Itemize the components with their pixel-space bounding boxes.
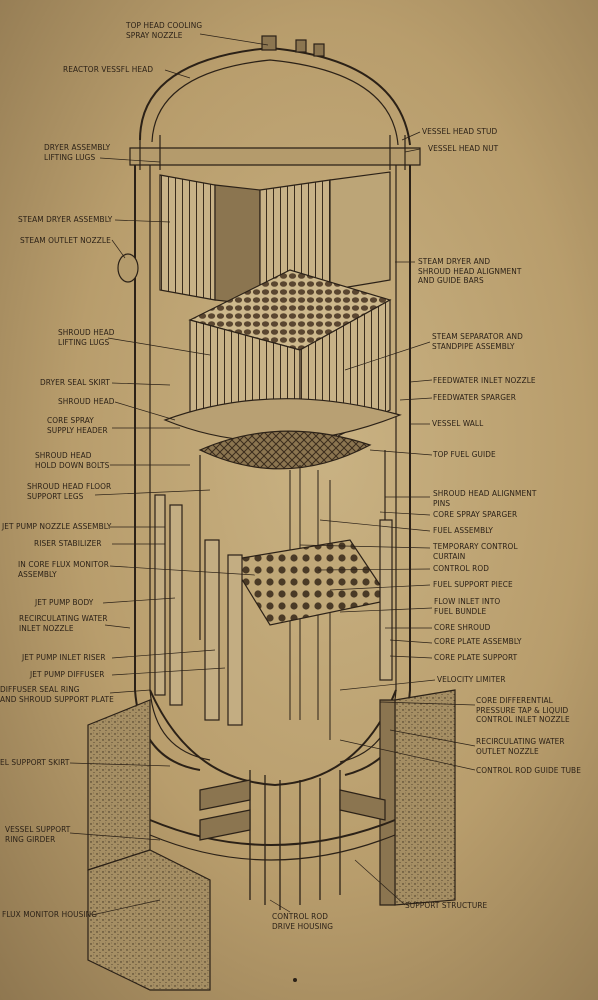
label-control-rod-drive: CONTROL ROD DRIVE HOUSING: [272, 911, 334, 931]
label-diffuser-seal: DIFFUSER SEAL RING AND SHROUD SUPPORT PL…: [0, 684, 114, 704]
core-plate-assembly: [229, 539, 391, 626]
label-vessel-head-nut: VESSEL HEAD NUT: [428, 143, 499, 153]
label-shroud-floor-legs: SHROUD HEAD FLOOR SUPPORT LEGS: [27, 481, 112, 501]
label-steam-separator: STEAM SEPARATOR AND STANDPIPE ASSEMBLY: [432, 331, 523, 351]
top-fuel-guide: [198, 430, 372, 470]
label-support-skirt: EL SUPPORT SKIRT: [0, 757, 70, 767]
bottom-head: [149, 689, 397, 787]
label-reactor-vessel-head: REACTOR VESSFL HEAD: [63, 64, 154, 74]
steam-dryer-assembly: [159, 171, 391, 306]
reactor-vessel-head: [139, 46, 411, 146]
label-core-spray-sparger: CORE SPRAY SPARGER: [433, 509, 518, 519]
vessel-support-ring: [149, 819, 396, 846]
label-temp-control-curtain: TEMPORARY CONTROL CURTAIN: [433, 541, 518, 561]
label-flow-inlet: FLOW INLET INTO FUEL BUNDLE: [434, 596, 501, 616]
label-jet-pump-inlet-riser: JET PUMP INLET RISER: [22, 652, 106, 662]
label-feedwater-sparger: FEEDWATER SPARGER: [433, 392, 516, 402]
steam-outlet-nozzle: [117, 253, 139, 283]
leader-lines: [69, 33, 476, 916]
label-recirc-outlet: RECIRCULATING WATER OUTLET NOZZLE: [476, 736, 565, 756]
label-fuel-support-piece: FUEL SUPPORT PIECE: [433, 579, 513, 589]
support-structure: [199, 779, 386, 841]
label-vessel-head-stud: VESSEL HEAD STUD: [422, 126, 498, 136]
label-flux-monitor-housing: FLUX MONITOR HOUSING: [2, 909, 98, 919]
label-core-plate-support: CORE PLATE SUPPORT: [434, 652, 518, 662]
label-velocity-limiter: VELOCITY LIMITER: [437, 674, 506, 684]
label-jet-pump-body: JET PUMP BODY: [35, 597, 94, 607]
label-dryer-guide-bars: STEAM DRYER AND SHROUD HEAD ALIGNMENT AN…: [418, 256, 522, 285]
label-shroud-head-lugs: SHROUD HEAD LIFTING LUGS: [58, 327, 115, 347]
label-top-head-cooling: TOP HEAD COOLING SPRAY NOZZLE: [126, 20, 203, 40]
label-steam-dryer-assembly: STEAM DRYER ASSEMBLY: [18, 214, 113, 224]
label-control-rod: CONTROL ROD: [433, 563, 489, 573]
label-riser-stabilizer: RISER STABILIZER: [34, 538, 102, 548]
support-skirt-left: [87, 699, 151, 871]
label-vessel-wall: VESSEL WALL: [432, 418, 484, 428]
label-shroud-alignment-pins: SHROUD HEAD ALIGNMENT PINS: [433, 488, 537, 508]
label-feedwater-inlet: FEEDWATER INLET NOZZLE: [433, 375, 536, 385]
label-dryer-seal-skirt: DRYER SEAL SKIRT: [40, 377, 110, 387]
label-vessel-support-ring: VESSEL SUPPORT RING GIRDER: [5, 824, 71, 844]
label-in-core-flux: IN CORE FLUX MONITOR ASSEMBLY: [18, 559, 110, 579]
label-core-plate-assembly: CORE PLATE ASSEMBLY: [434, 636, 522, 646]
label-control-rod-guide: CONTROL ROD GUIDE TUBE: [476, 765, 581, 775]
label-jet-pump-nozzle: JET PUMP NOZZLE ASSEMBLY: [2, 521, 112, 531]
label-fuel-assembly: FUEL ASSEMBLY: [433, 525, 493, 535]
label-core-spray-header: CORE SPRAY SUPPLY HEADER: [47, 415, 108, 435]
label-recirc-inlet: RECIRCULATING WATER INLET NOZZLE: [19, 613, 108, 633]
vessel-wall-left: [134, 165, 201, 771]
label-dryer-lifting-lugs: DRYER ASSEMBLY LIFTING LUGS: [44, 142, 111, 162]
jet-pumps: [154, 494, 393, 726]
label-jet-pump-diffuser: JET PUMP DIFFUSER: [30, 669, 105, 679]
label-support-structure: SUPPORT STRUCTURE: [405, 900, 488, 910]
label-steam-outlet-nozzle: STEAM OUTLET NOZZLE: [20, 235, 111, 245]
vessel-head-studs: [139, 135, 406, 170]
label-shroud-head: SHROUD HEAD: [58, 396, 115, 406]
label-core-diff-pressure: CORE DIFFERENTIAL PRESSURE TAP & LIQUID …: [476, 695, 570, 724]
label-top-fuel-guide: TOP FUEL GUIDE: [433, 449, 496, 459]
support-skirt-right: [394, 689, 456, 906]
page-dot: [293, 978, 297, 982]
label-shroud-hold-down: SHROUD HEAD HOLD DOWN BOLTS: [35, 450, 110, 470]
label-core-shroud: CORE SHROUD: [434, 622, 491, 632]
